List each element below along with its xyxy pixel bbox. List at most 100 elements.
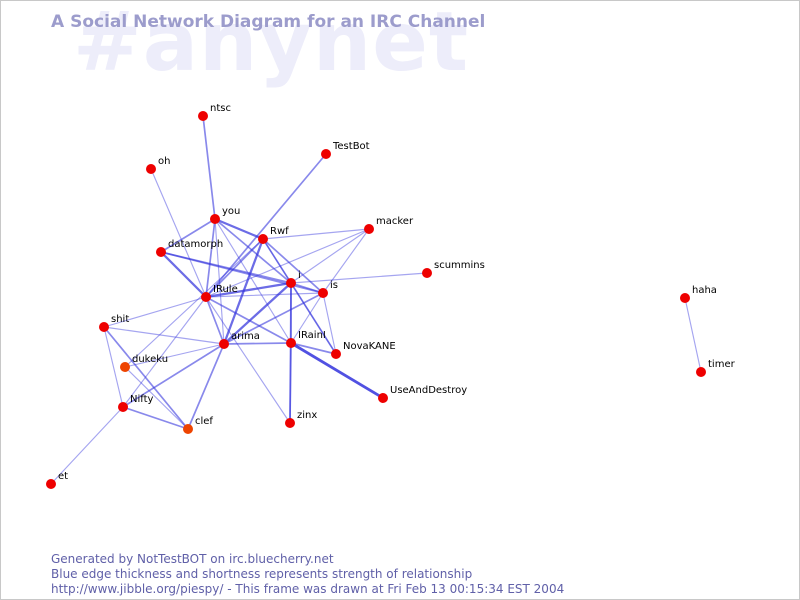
node-ntsc: ntsc: [198, 103, 231, 121]
node-label: TestBot: [332, 141, 370, 152]
node-oh: oh: [146, 156, 170, 174]
edge-i-is: [290, 282, 324, 294]
node-dot: [321, 149, 331, 159]
node-label: arima: [231, 331, 260, 342]
edge-ntsc-you: [202, 115, 216, 220]
footer: Generated by NotTestBOT on irc.bluecherr…: [51, 552, 564, 597]
node-label: IRule: [213, 284, 238, 295]
edge-arima-IRainI: [223, 342, 292, 345]
node-dot: [258, 234, 268, 244]
node-macker: macker: [364, 216, 414, 234]
edge-arima-Nifty: [122, 343, 225, 408]
edge-Nifty-clef: [122, 406, 189, 430]
node-dot: [285, 418, 295, 428]
node-label: i: [298, 270, 301, 281]
edge-i-NovaKANE: [290, 282, 337, 355]
node-arima: arima: [219, 331, 260, 349]
node-dot: [46, 479, 56, 489]
edge-IRule-arima: [205, 296, 225, 345]
node-datamorph: datamorph: [156, 239, 223, 257]
node-dot: [364, 224, 374, 234]
node-scummins: scummins: [422, 260, 485, 278]
node-label: ntsc: [210, 103, 231, 114]
node-label: Rwf: [270, 226, 289, 237]
edge-Rwf-is: [262, 238, 324, 294]
edge-haha-timer: [684, 297, 702, 373]
edge-arima-clef: [187, 343, 225, 430]
edge-macker-is: [322, 228, 370, 294]
node-label: macker: [376, 216, 414, 227]
edge-macker-i: [290, 228, 370, 284]
node-label: UseAndDestroy: [390, 385, 467, 396]
edge-dukeku-clef: [124, 366, 189, 430]
edge-i-scummins: [290, 272, 428, 284]
node-IRule: IRule: [201, 284, 238, 302]
node-UseAndDestroy: UseAndDestroy: [378, 385, 467, 403]
edge-Rwf-macker: [262, 228, 370, 240]
edge-TestBot-IRule: [205, 153, 327, 298]
node-label: zinx: [297, 410, 317, 421]
node-dot: [198, 111, 208, 121]
edge-you-arima: [214, 218, 225, 345]
footer-generated-line: Generated by NotTestBOT on irc.bluecherr…: [51, 552, 334, 566]
node-timer: timer: [696, 359, 736, 377]
edge-shit-clef: [103, 326, 189, 430]
node-label: et: [58, 471, 68, 482]
node-label: scummins: [434, 260, 485, 271]
node-label: oh: [158, 156, 170, 167]
node-clef: clef: [183, 416, 213, 434]
node-label: shit: [111, 314, 129, 325]
node-dukeku: dukeku: [120, 354, 168, 372]
edge-you-IRainI: [214, 218, 292, 344]
edge-IRule-Nifty: [122, 296, 207, 408]
node-zinx: zinx: [285, 410, 317, 428]
edge-IRule-zinx: [205, 296, 291, 424]
node-label: datamorph: [168, 239, 223, 250]
node-dot: [219, 339, 229, 349]
edge-IRule-shit: [103, 296, 207, 328]
node-dot: [118, 402, 128, 412]
edge-macker-IRule: [205, 228, 370, 298]
node-label: Nifty: [130, 394, 154, 405]
node-label: is: [330, 280, 338, 291]
edge-i-arima: [222, 281, 293, 346]
edge-is-NovaKANE: [322, 292, 337, 355]
node-Rwf: Rwf: [258, 226, 289, 244]
node-label: haha: [692, 285, 717, 296]
edge-you-IRule: [205, 218, 216, 298]
node-label: IRainI: [298, 330, 326, 341]
edge-layer: [50, 115, 702, 485]
edge-IRainI-zinx: [289, 342, 292, 424]
node-label: timer: [708, 359, 736, 370]
edge-IRule-IRainI: [205, 296, 292, 344]
footer-url-line: http://www.jibble.org/piespy/ - This fra…: [51, 582, 565, 596]
edge-is-IRule: [205, 292, 324, 298]
footer-legend-line: Blue edge thickness and shortness repres…: [51, 567, 473, 581]
edge-oh-IRule: [150, 168, 207, 298]
channel-watermark: #anynet: [73, 0, 470, 90]
edge-you-Rwf: [213, 217, 265, 241]
node-Nifty: Nifty: [118, 394, 154, 412]
node-i: i: [286, 270, 301, 288]
edge-Rwf-dukeku: [124, 238, 264, 368]
edge-IRainI-NovaKANE: [290, 342, 337, 355]
edge-Rwf-IRule: [205, 238, 264, 298]
node-label: NovaKANE: [343, 341, 396, 352]
node-dot: [146, 164, 156, 174]
node-dot: [696, 367, 706, 377]
node-dot: [331, 349, 341, 359]
node-shit: shit: [99, 314, 129, 332]
edge-shit-Nifty: [103, 326, 124, 408]
node-dot: [120, 362, 130, 372]
node-dot: [286, 278, 296, 288]
edge-datamorph-is: [160, 251, 324, 294]
edge-datamorph-IRule: [159, 250, 208, 299]
node-dot: [422, 268, 432, 278]
node-haha: haha: [680, 285, 717, 303]
node-dot: [318, 288, 328, 298]
edge-Rwf-i: [262, 238, 292, 284]
node-is: is: [318, 280, 338, 298]
node-dot: [210, 214, 220, 224]
